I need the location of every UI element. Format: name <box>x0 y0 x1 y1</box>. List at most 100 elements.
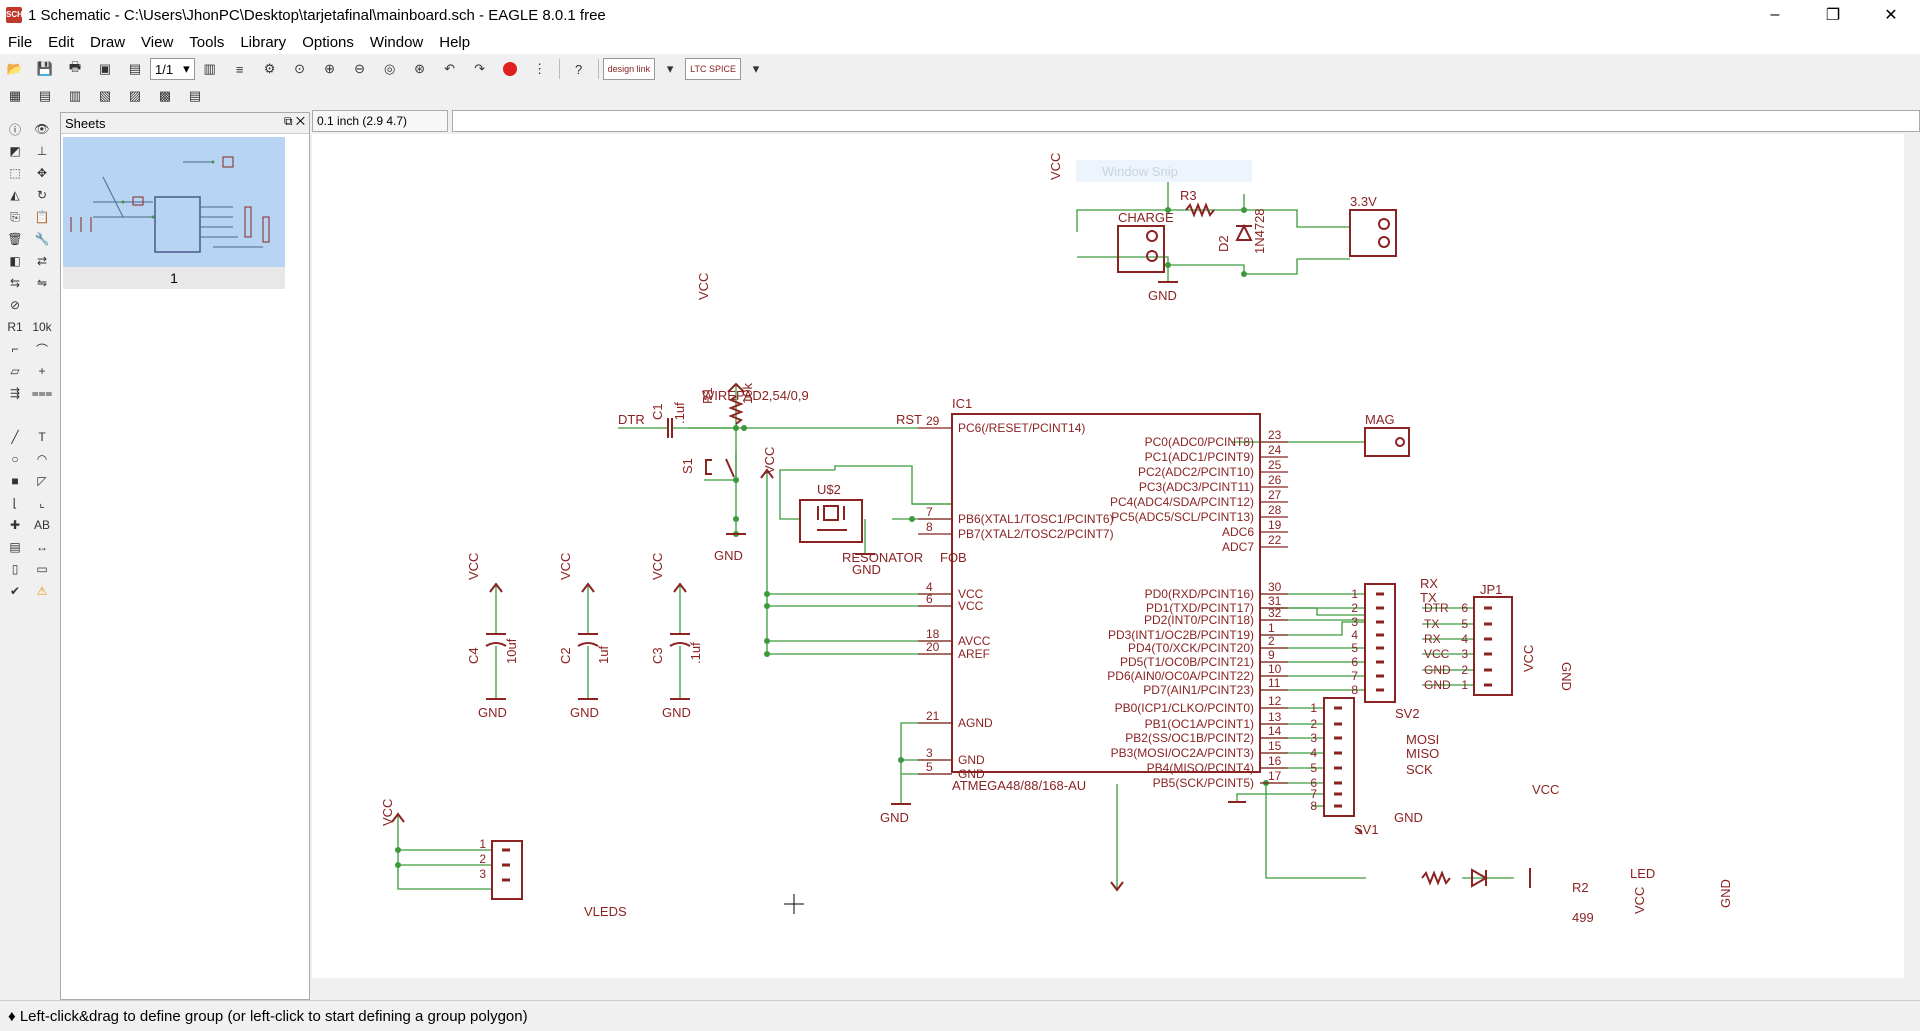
display-icon[interactable]: ◩ <box>9 144 21 158</box>
stop-icon[interactable] <box>498 57 522 81</box>
info-icon[interactable]: ⓘ <box>8 122 21 137</box>
show-icon[interactable]: 👁 <box>34 122 50 136</box>
jp1-pin-number: 2 <box>1461 663 1468 677</box>
ic-pin-number: 14 <box>1268 724 1282 738</box>
open-icon[interactable]: 📂 <box>6 61 24 76</box>
arc-icon[interactable]: ◠ <box>36 452 48 466</box>
undo-icon[interactable]: ↶ <box>444 61 456 76</box>
sheet-thumbnail[interactable] <box>63 137 285 267</box>
split-icon[interactable]: ⌐ <box>11 342 19 356</box>
ic-pin-number: 5 <box>926 760 933 774</box>
ic-pin-name: GND <box>958 753 985 767</box>
menu-tools[interactable]: Tools <box>189 33 225 51</box>
horizontal-scrollbar[interactable] <box>312 978 1904 994</box>
zoom-fit-icon[interactable]: ⊙ <box>294 61 306 76</box>
bus-icon[interactable]: ⩶ <box>31 385 53 400</box>
menu-file[interactable]: File <box>8 33 33 51</box>
add-icon[interactable]: + <box>38 364 46 378</box>
junction-icon[interactable]: ✚ <box>9 518 21 532</box>
delete-icon[interactable]: 🗑 <box>7 232 23 246</box>
mirror-icon[interactable]: ◭ <box>10 188 20 202</box>
rotate-icon[interactable]: ↻ <box>36 188 48 202</box>
circle-icon[interactable]: ○ <box>11 452 19 466</box>
menu-options[interactable]: Options <box>302 33 354 51</box>
miter-icon[interactable]: ⌒ <box>35 342 48 357</box>
gate-swap-icon[interactable]: ⇄ <box>36 254 48 268</box>
zoom-out-icon[interactable]: ⊖ <box>354 61 366 76</box>
go-icon[interactable]: ⋮ <box>533 61 547 76</box>
mark-icon[interactable]: ⊥ <box>36 144 48 158</box>
menu-edit[interactable]: Edit <box>48 33 75 51</box>
chevron-down-icon[interactable]: ▾ <box>752 61 760 76</box>
command-input[interactable] <box>452 110 1920 132</box>
help-icon[interactable]: ? <box>574 61 583 77</box>
label-icon[interactable]: AB <box>33 518 50 532</box>
menu-help[interactable]: Help <box>439 33 471 51</box>
module-icon[interactable]: ▭ <box>36 562 48 576</box>
maximize-button[interactable]: ❐ <box>1825 7 1841 24</box>
save-icon[interactable]: 💾 <box>36 61 54 76</box>
name-icon[interactable]: R1 <box>7 320 23 334</box>
optimize-icon[interactable]: ▱ <box>10 364 20 378</box>
ic-pin-name: VCC <box>958 599 984 613</box>
redo-icon[interactable]: ↷ <box>474 61 486 76</box>
panel-controls[interactable]: ⧉ ✕ <box>283 114 305 128</box>
script-icon[interactable]: ≡ <box>235 61 244 77</box>
replace-icon[interactable]: ◧ <box>9 254 21 268</box>
cam-icon[interactable]: ▣ <box>98 61 112 76</box>
sheet-icon[interactable]: ▤ <box>128 61 142 76</box>
close-button[interactable]: ✕ <box>1884 7 1898 24</box>
wire-icon[interactable]: ⌞ <box>39 496 45 510</box>
wrench-icon[interactable]: 🔧 <box>34 232 50 246</box>
frame-icon[interactable]: ▯ <box>11 562 19 576</box>
net-class-icon[interactable]: ⇶ <box>9 386 21 400</box>
zoom-in-icon[interactable]: ⊕ <box>324 61 336 76</box>
design-link-button[interactable]: design link <box>602 58 656 80</box>
print-icon[interactable]: 🖶 <box>68 59 82 74</box>
value-icon[interactable]: 10k <box>32 320 52 334</box>
vcc-label-bottom: VCC <box>1632 887 1647 914</box>
zoom-select-icon[interactable]: ⊛ <box>414 61 426 76</box>
sv2-pin-number: 3 <box>1351 615 1358 629</box>
menu-window[interactable]: Window <box>369 33 424 51</box>
ltspice-button[interactable]: LTC SPICE <box>685 58 741 80</box>
vcc-label-top: VCC <box>1048 153 1063 180</box>
layout-icon[interactable]: ▧ <box>98 88 112 103</box>
line-icon[interactable]: ╱ <box>11 430 19 444</box>
menu-view[interactable]: View <box>141 33 174 51</box>
copy-icon[interactable]: ⎘ <box>10 209 20 224</box>
erc-icon[interactable]: ✔ <box>9 584 21 598</box>
warning-icon[interactable]: ⚠ <box>36 584 48 598</box>
vleds-pin-number: 1 <box>479 837 486 851</box>
zoom-redraw-icon[interactable]: ◎ <box>383 61 396 76</box>
layout-icon[interactable]: ▨ <box>128 88 142 103</box>
paste-icon[interactable]: 📋 <box>34 210 50 224</box>
minimize-button[interactable]: – <box>1770 6 1780 23</box>
net-icon[interactable]: ⌊ <box>12 496 18 510</box>
polygon-icon[interactable]: ◸ <box>37 474 47 488</box>
schematic-labels: VCC GND R3 D2 1N4728 CHARGE 3.3V VCC .1u… <box>380 153 1733 925</box>
rect-icon[interactable]: ■ <box>11 474 19 488</box>
chevron-down-icon[interactable]: ▾ <box>666 61 674 76</box>
layout-icon[interactable]: ▤ <box>38 88 52 103</box>
text-icon[interactable]: T <box>38 430 46 444</box>
sheet-select[interactable]: 1/1▾ <box>150 58 195 80</box>
grid-icon[interactable]: ▦ <box>8 88 22 103</box>
layout-icon[interactable]: ▩ <box>158 88 172 103</box>
smash-icon[interactable]: ⊘ <box>9 298 21 312</box>
layout-icon[interactable]: ▥ <box>68 88 82 103</box>
c4-value: 10uf <box>504 638 519 664</box>
attribute-icon[interactable]: ▤ <box>9 540 21 554</box>
menu-library[interactable]: Library <box>240 33 287 51</box>
invoke-icon[interactable]: ⇋ <box>36 276 48 290</box>
dimension-icon[interactable]: ↔ <box>36 540 48 554</box>
move-icon[interactable]: ✥ <box>36 166 48 180</box>
menu-draw[interactable]: Draw <box>90 33 126 51</box>
vertical-scrollbar[interactable] <box>1904 134 1920 978</box>
ulp-icon[interactable]: ⚙ <box>263 61 276 76</box>
board-icon[interactable]: ▥ <box>203 61 216 76</box>
schematic-canvas[interactable]: Window Snip VCC GND R3 D2 1N4728 CHARGE … <box>312 134 1904 978</box>
layout-icon[interactable]: ▤ <box>188 88 202 103</box>
pinswap-icon[interactable]: ⇆ <box>9 276 21 290</box>
select-icon[interactable]: ⬚ <box>9 166 21 180</box>
